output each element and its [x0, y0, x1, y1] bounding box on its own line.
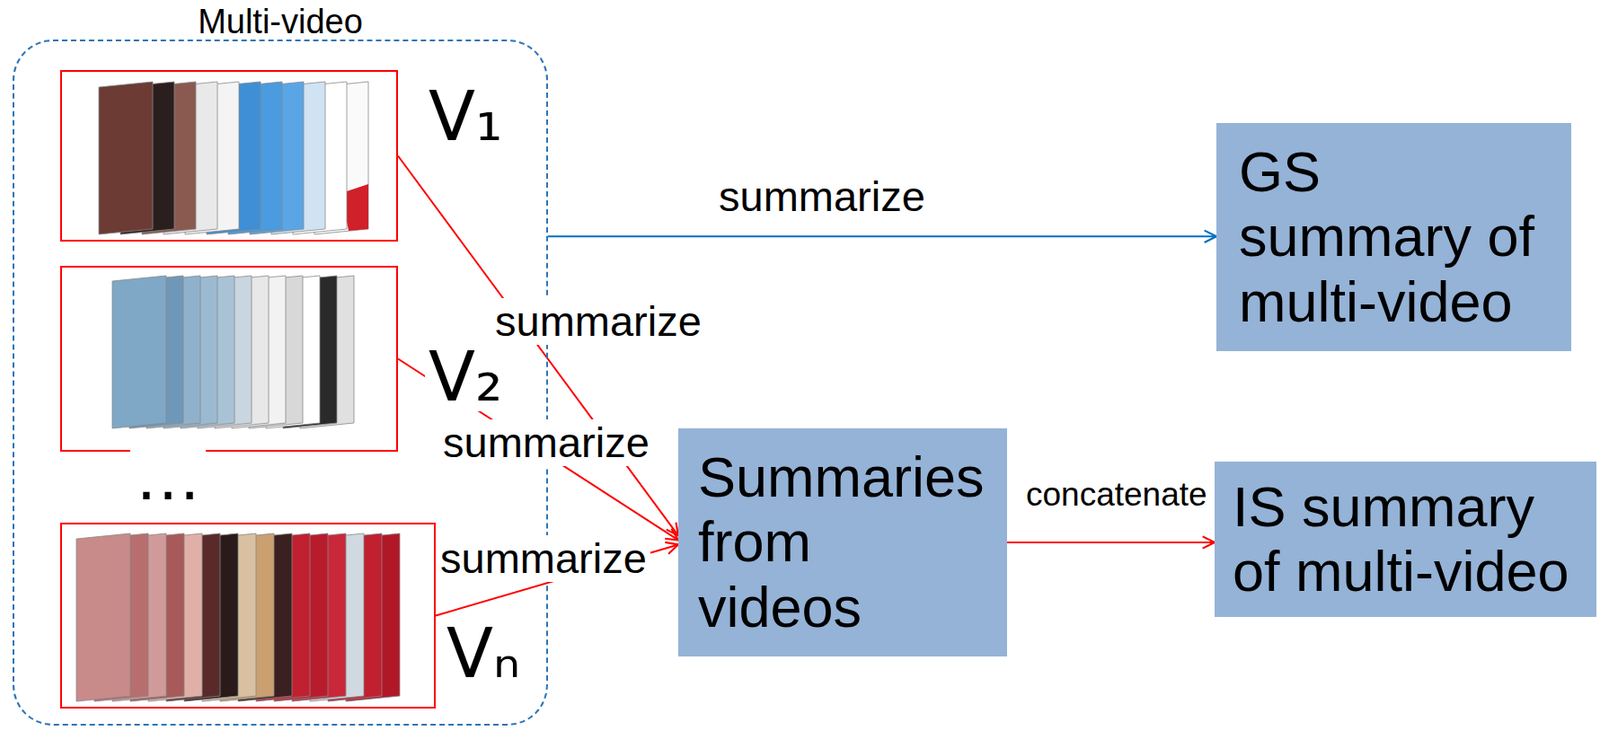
- summary-box: Summaries from videos: [678, 428, 1008, 657]
- edge-label: summarize: [715, 173, 929, 221]
- box-label: IS summary of multi-video: [1232, 474, 1579, 605]
- video-box: Vₙ: [60, 522, 436, 709]
- edge-label: summarize: [439, 419, 654, 467]
- edge-label: concatenate: [1022, 477, 1212, 514]
- connector-arrow: [1007, 541, 1215, 544]
- connector-arrow: [548, 235, 1217, 238]
- summary-box: IS summary of multi-video: [1214, 461, 1597, 618]
- summary-box: GS summary of multi-video: [1216, 123, 1572, 352]
- frame-stack: [98, 81, 369, 235]
- edge-label: summarize: [491, 298, 706, 345]
- frame-stack: [76, 533, 400, 702]
- video-box: V₁: [60, 70, 398, 242]
- video-group: Multi-videoV₁V₂Vₙ: [12, 39, 549, 726]
- video-label: V₂: [424, 343, 506, 412]
- video-label: V₁: [424, 82, 506, 151]
- connector-arrow: [397, 156, 679, 537]
- edge-label: summarize: [436, 535, 651, 583]
- box-label: Summaries from videos: [698, 444, 988, 640]
- group-title: Multi-video: [14, 3, 547, 40]
- ellipsis-mark: …: [130, 438, 206, 514]
- frame-stack: [112, 275, 354, 429]
- video-box: V₂: [60, 265, 398, 452]
- box-label: GS summary of multi-video: [1238, 139, 1549, 335]
- video-label: Vₙ: [442, 619, 524, 689]
